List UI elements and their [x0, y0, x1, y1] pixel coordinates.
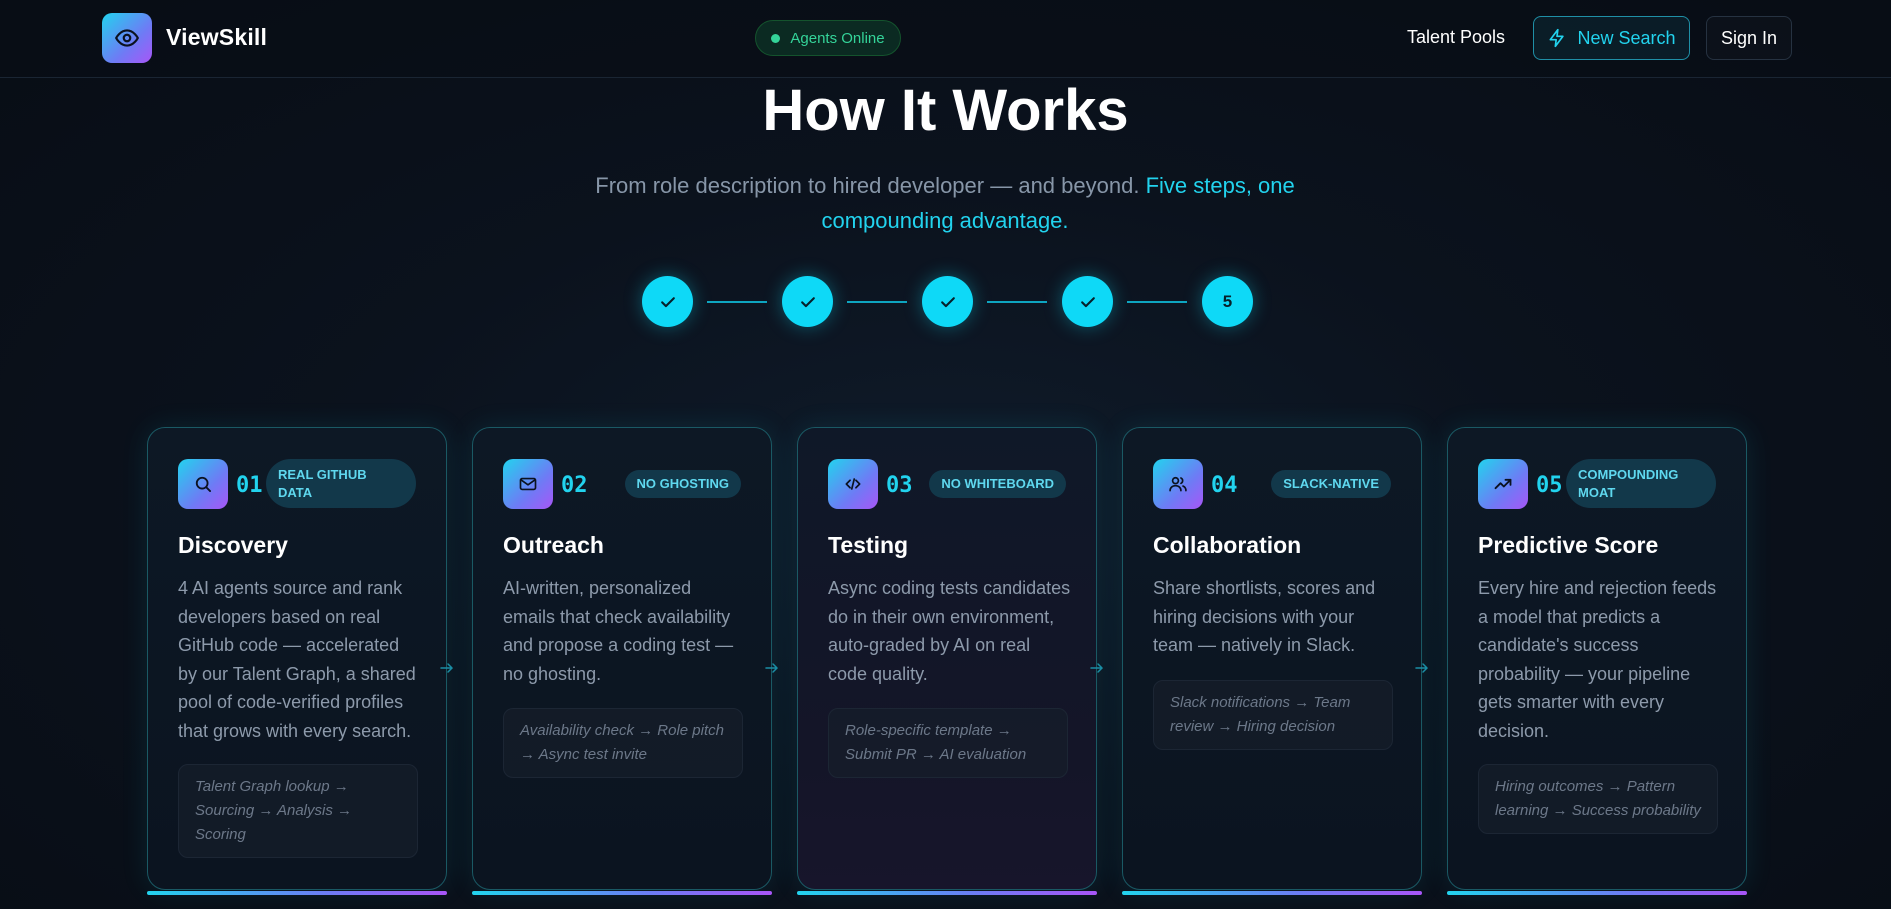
step-connector	[987, 301, 1047, 303]
card-title: Testing	[828, 532, 909, 558]
lightning-icon	[1549, 28, 1565, 48]
step-1-complete[interactable]	[642, 276, 693, 327]
status-dot	[771, 33, 781, 43]
card-number: 03	[886, 473, 913, 498]
brand-name[interactable]: ViewSkill	[166, 24, 268, 50]
card-flow: Role-specific template → Submit PR → AI …	[828, 708, 1068, 778]
card-title: Predictive Score	[1478, 532, 1659, 558]
card-number: 04	[1211, 473, 1238, 498]
card-number: 05	[1536, 473, 1563, 498]
card-accent-bar	[797, 891, 1097, 895]
step-4-complete[interactable]	[1062, 276, 1113, 327]
step-card-collaboration[interactable]: 04 SLACK-NATIVE Collaboration Share shor…	[1122, 427, 1422, 890]
top-nav: ViewSkill Agents Online Talent Pools New…	[0, 0, 1891, 78]
check-icon	[1080, 296, 1095, 307]
card-accent-bar	[1447, 891, 1747, 895]
card-number: 01	[236, 473, 263, 498]
card-title: Discovery	[178, 532, 288, 558]
card-description: Every hire and rejection feeds a model t…	[1478, 578, 1717, 741]
card-flow: Hiring outcomes → Pattern learning → Suc…	[1478, 764, 1718, 834]
card-accent-bar	[1122, 891, 1422, 895]
subtitle-text: From role description to hired developer…	[595, 173, 1146, 198]
card-badge: REAL GITHUB DATA	[266, 459, 416, 508]
card-description: Share shortlists, scores and hiring deci…	[1153, 578, 1376, 655]
subtitle-highlight: Five steps, one compounding advantage.	[821, 173, 1295, 233]
eye-icon	[115, 29, 139, 47]
logo[interactable]	[102, 13, 152, 63]
step-2-complete[interactable]	[782, 276, 833, 327]
card-icon-box	[503, 459, 553, 509]
card-flow: Availability check → Role pitch → Async …	[503, 708, 743, 778]
step-connector	[707, 301, 767, 303]
page-subtitle: From role description to hired developer…	[575, 168, 1315, 238]
users-icon	[1169, 476, 1187, 492]
card-accent-bar	[472, 891, 772, 895]
card-title: Outreach	[503, 532, 604, 558]
arrow-right-icon	[1089, 660, 1105, 676]
check-icon	[800, 296, 815, 307]
step-card-discovery[interactable]: 01 REAL GITHUB DATA Discovery 4 AI agent…	[147, 427, 447, 890]
card-icon-box	[178, 459, 228, 509]
card-flow: Talent Graph lookup → Sourcing → Analysi…	[178, 764, 418, 858]
card-accent-bar	[147, 891, 447, 895]
step-3-complete[interactable]	[922, 276, 973, 327]
card-flow: Slack notifications → Team review → Hiri…	[1153, 680, 1393, 750]
card-number: 02	[561, 473, 588, 498]
card-description: AI-written, personalized emails that che…	[503, 578, 734, 684]
step-5-current[interactable]: 5	[1202, 276, 1253, 327]
step-card-predictive-score[interactable]: 05 COMPOUNDING MOAT Predictive Score Eve…	[1447, 427, 1747, 890]
new-search-label: New Search	[1577, 27, 1676, 48]
step-connector	[847, 301, 907, 303]
card-description: Async coding tests candidates do in thei…	[828, 578, 1071, 684]
status-label: Agents Online	[790, 29, 885, 47]
mail-icon	[519, 477, 537, 491]
check-icon	[660, 296, 675, 307]
card-badge: SLACK-NATIVE	[1271, 470, 1391, 498]
card-icon-box	[828, 459, 878, 509]
trending-up-icon	[1494, 478, 1512, 490]
sign-in-button[interactable]: Sign In	[1706, 16, 1792, 60]
step-card-outreach[interactable]: 02 NO GHOSTING Outreach AI-written, pers…	[472, 427, 772, 890]
search-icon	[195, 476, 211, 492]
card-description: 4 AI agents source and rank developers b…	[178, 578, 416, 741]
step-connector	[1127, 301, 1187, 303]
new-search-button[interactable]: New Search	[1533, 16, 1690, 60]
card-badge: NO GHOSTING	[624, 470, 741, 498]
arrow-right-icon	[764, 660, 780, 676]
arrow-right-icon	[439, 660, 455, 676]
card-badge: NO WHITEBOARD	[929, 470, 1066, 498]
card-icon-box	[1153, 459, 1203, 509]
arrow-right-icon	[1414, 660, 1430, 676]
check-icon	[940, 296, 955, 307]
card-badge: COMPOUNDING MOAT	[1566, 459, 1716, 508]
card-icon-box	[1478, 459, 1528, 509]
step-card-testing[interactable]: 03 NO WHITEBOARD Testing Async coding te…	[797, 427, 1097, 890]
code-icon	[845, 478, 861, 490]
nav-talent-pools-link[interactable]: Talent Pools	[1407, 27, 1506, 47]
page-title: How It Works	[762, 78, 1129, 143]
card-title: Collaboration	[1153, 532, 1302, 558]
agents-status-badge: Agents Online	[755, 20, 901, 56]
